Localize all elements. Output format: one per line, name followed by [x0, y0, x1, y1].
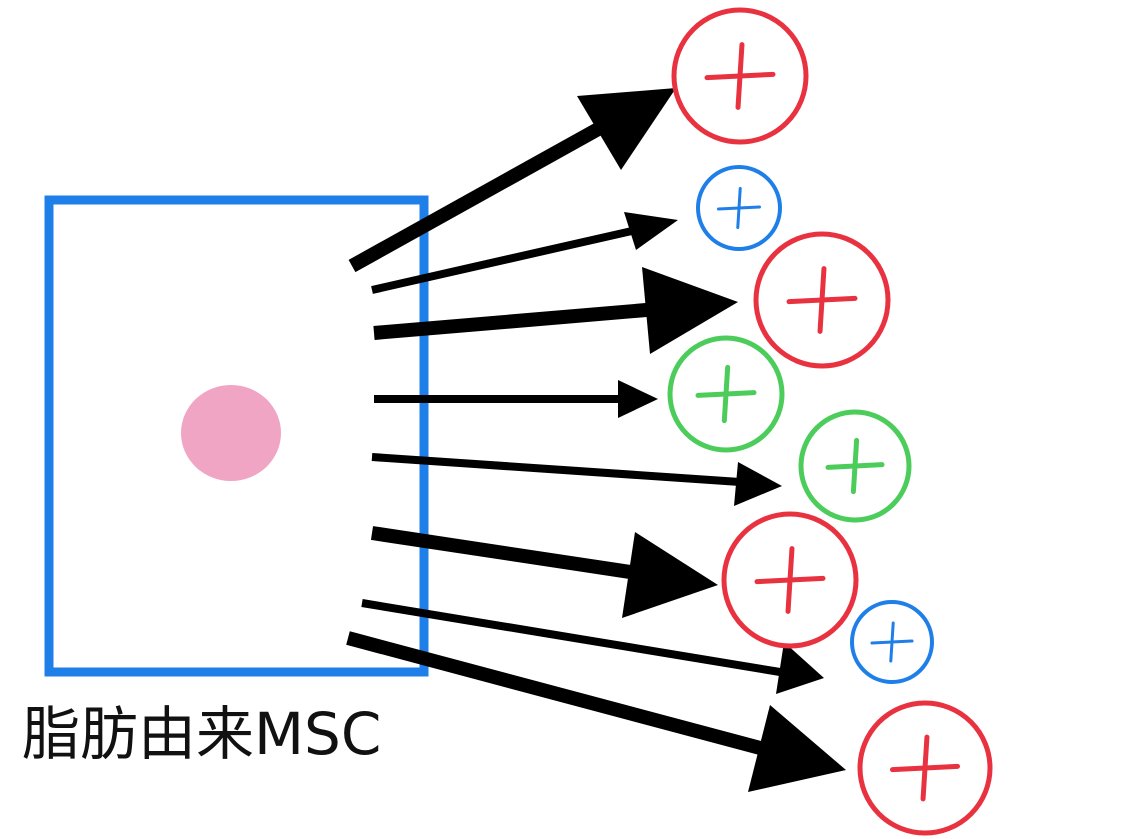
plus-icon — [920, 734, 930, 802]
cell-nucleus — [181, 385, 281, 481]
marker-6 — [721, 511, 859, 649]
marker-7 — [850, 600, 934, 684]
marker-2 — [696, 165, 782, 251]
markers — [667, 7, 993, 836]
plus-icon — [817, 266, 827, 334]
cell-caption: 脂肪由来MSC — [22, 700, 382, 768]
plus-icon — [721, 364, 731, 424]
plus-icon — [735, 42, 745, 110]
plus-icon — [785, 546, 795, 614]
marker-3 — [753, 231, 891, 369]
marker-8 — [857, 700, 993, 836]
arrows — [346, 88, 846, 792]
arrow-1 — [348, 88, 676, 273]
cell-outline — [44, 195, 429, 677]
arrow-2 — [371, 212, 678, 294]
marker-5 — [798, 409, 912, 523]
arrow-4 — [374, 380, 658, 418]
arrow-3 — [373, 267, 738, 354]
arrow-8 — [346, 631, 846, 792]
plus-icon — [850, 437, 860, 495]
marker-4 — [667, 335, 785, 453]
arrow-5 — [371, 453, 782, 506]
plus-icon — [736, 187, 742, 229]
arrow-6 — [370, 526, 718, 618]
marker-1 — [671, 7, 809, 145]
plus-icon — [889, 621, 895, 663]
arrow-7 — [361, 599, 824, 694]
